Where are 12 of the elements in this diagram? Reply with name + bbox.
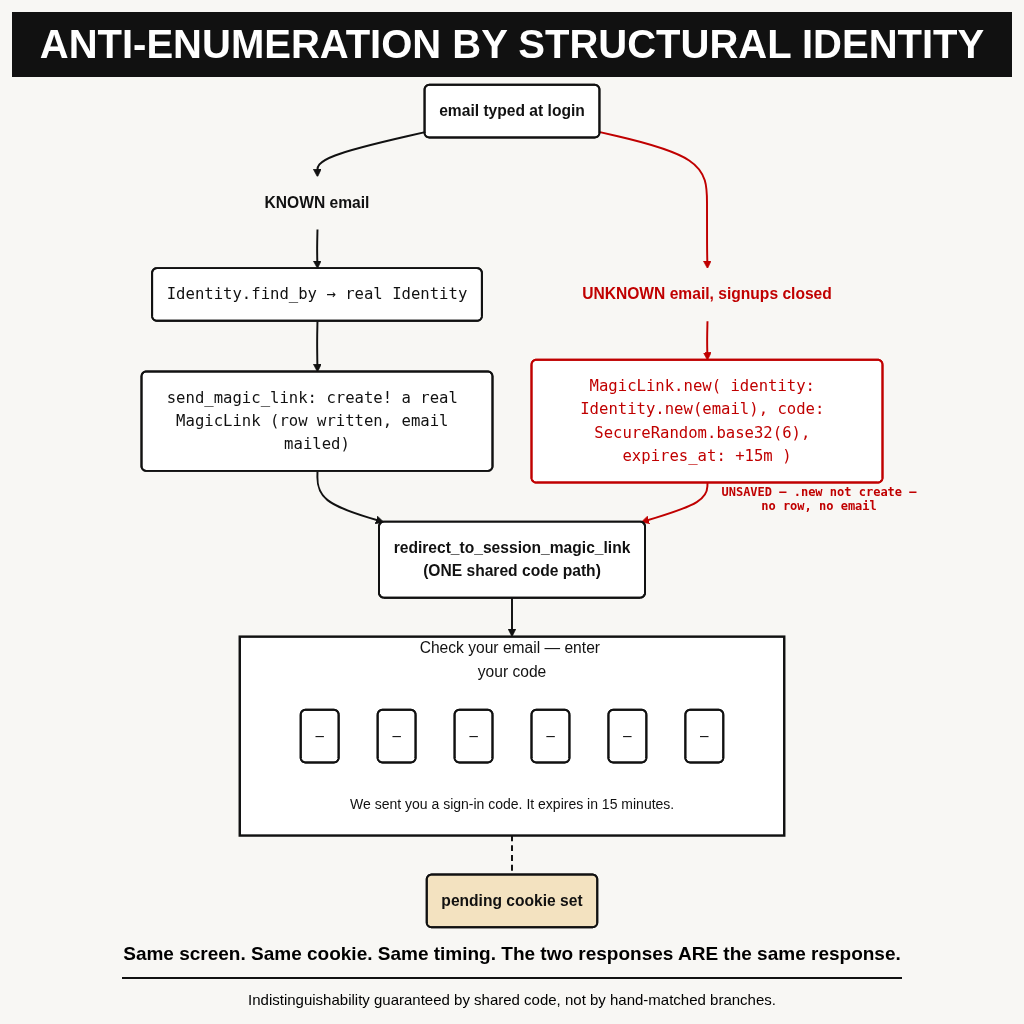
arrow [313,320,322,373]
node-text: KNOWN email [264,194,370,211]
node-text: UNKNOWN email, signups closed [582,285,832,303]
caption: Indistinguishability guaranteed by shared code, not by hand-matched branches. [122,977,902,1008]
title-banner: ANTI-ENUMERATION BY STRUCTURAL IDENTITY [12,12,1012,77]
cluster [238,635,786,837]
arrow [313,228,322,269]
summary-note: Same screen. Same cookie. Same timing. The two responses ARE the same response. [123,943,901,965]
arrow [640,482,709,524]
hint-text: We sent you a sign-in code. It expires in 15 minutes. [350,795,675,812]
node-note: UNSAVED — .new not create — no row, no email [719,484,919,513]
arrow [703,320,712,361]
